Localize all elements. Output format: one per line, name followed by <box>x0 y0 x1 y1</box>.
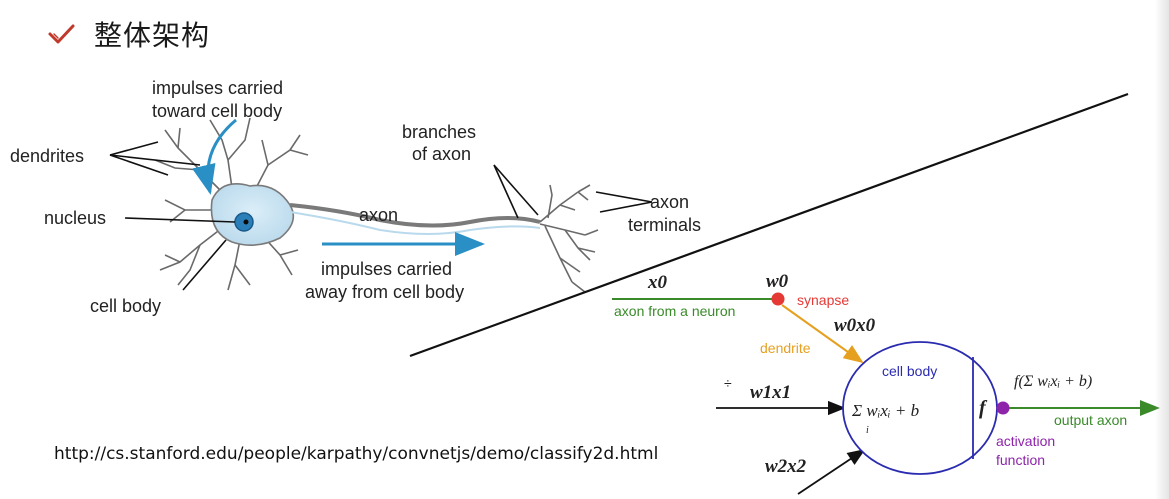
x0-label: x0 <box>647 272 668 293</box>
diagonal-divider <box>409 92 1129 358</box>
terminals-label-line2: terminals <box>628 215 701 235</box>
cell-body-model-label: cell body <box>882 363 937 379</box>
activation-label-line2: function <box>996 452 1045 468</box>
cell-body-shape <box>210 183 295 246</box>
impulse-in-arrow <box>192 118 237 195</box>
axon-from-neuron-label: axon from a neuron <box>614 303 735 319</box>
branches-label-line1: branches <box>402 122 476 142</box>
nucleus-label: nucleus <box>44 208 106 228</box>
synapse-dot <box>771 292 785 306</box>
synapse-label: synapse <box>797 292 849 308</box>
terminals-label-line1: axon <box>650 192 689 212</box>
impulses-out-label-line1: impulses carried <box>321 259 452 279</box>
w0-label: w0 <box>766 271 789 292</box>
slide-title: 整体架构 <box>46 14 210 54</box>
w2x2-arrow <box>797 449 866 495</box>
sum-subscript: i <box>866 425 869 436</box>
branches-label-line2: of axon <box>412 144 471 164</box>
check-icon <box>48 24 75 44</box>
f-label: f <box>979 397 988 419</box>
activation-label-line1: activation <box>996 433 1055 449</box>
axon-label: axon <box>359 205 398 225</box>
impulses-out-label-line2: away from cell body <box>305 282 464 302</box>
neuron-label-lines <box>109 141 653 291</box>
dendrite-arrow <box>781 304 864 364</box>
window-edge-shadow <box>1155 0 1169 499</box>
page-title: 整体架构 <box>94 19 211 52</box>
output-axon-label: output axon <box>1054 412 1127 428</box>
f-expression: f(Σ wᵢxᵢ + b) <box>1014 373 1092 390</box>
dendrites-label: dendrites <box>10 146 84 166</box>
cursor-mark: ÷ <box>724 375 732 391</box>
neuron-model: x0 w0 synapse axon from a neuron w0x0 de… <box>612 271 1160 495</box>
w0x0-label: w0x0 <box>834 315 876 336</box>
w1x1-label: w1x1 <box>750 382 791 403</box>
cell-body-label: cell body <box>90 296 161 316</box>
sum-expression: Σ wᵢxᵢ + b <box>851 401 919 420</box>
axon-shape <box>289 203 541 228</box>
w2x2-label: w2x2 <box>765 456 807 477</box>
axon-terminals <box>539 184 599 293</box>
dendrite-label: dendrite <box>760 340 811 356</box>
activation-dot <box>996 401 1010 415</box>
impulses-in-label-line2: toward cell body <box>152 101 282 121</box>
impulses-in-label-line1: impulses carried <box>152 78 283 98</box>
source-url[interactable]: http://cs.stanford.edu/people/karpathy/c… <box>54 444 659 464</box>
